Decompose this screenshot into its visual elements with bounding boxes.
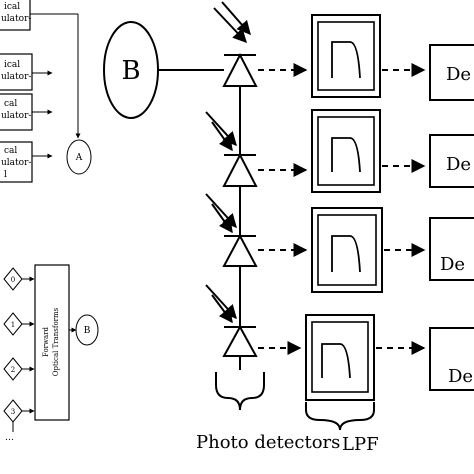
lpf-brace [305,402,375,431]
modulator-box [0,53,33,91]
modulator-label-line: ical [4,60,20,70]
input-number: 2 [11,366,15,374]
detector-block: De [429,217,474,281]
node-b-small-label: B [84,326,91,336]
lpf-block [305,314,375,401]
lpf-label: LPF [342,434,379,455]
input-number: 3 [11,408,15,416]
transform-label-line: Optical Transforms [52,307,60,376]
detector-label: De [440,254,465,275]
lpf-block [311,14,381,98]
input-node: 3 [3,399,35,423]
node-b-small [75,314,99,346]
input-node: 1 [3,312,35,336]
node-b-label: B [121,56,140,86]
photo-detectors-brace [215,372,265,411]
modulator-label-line: ulator- [1,72,31,82]
lpf-block [311,109,381,193]
input-node: 2 [3,357,35,381]
detector-label: De [446,64,471,85]
modulator-box [0,0,31,31]
input-node: 0 [3,267,35,291]
node-a [66,139,92,175]
detector-block: De [429,327,474,391]
input-number: 0 [11,276,15,284]
modulator-label-line: ulator- [1,14,31,24]
lpf-block [311,207,383,293]
photodetector [205,284,258,357]
modulator-label-line: ulator- [1,158,31,168]
transform-label-line: Forward [42,326,50,357]
more-inputs-marker: … [5,433,14,443]
detector-block: De [429,44,474,101]
modulator-group: ical ulator- ical ulator- cal ulator- ca… [0,0,92,183]
detector-block: De [429,134,474,188]
photodetector [205,193,258,267]
modulator-label-line: cal [4,99,17,109]
detector-label: De [446,154,471,175]
photodetector [213,1,258,87]
modulator-label-line: ical [4,2,20,12]
modulator-label-line: l [4,170,7,180]
photodetector [205,111,258,187]
detection-chain: B De [103,1,474,455]
modulator-label-line: ulator- [1,111,31,121]
modulator-box [0,141,33,183]
input-number: 1 [11,321,15,329]
node-a-label: A [75,153,83,163]
forward-optical-transform-box [34,264,70,421]
transform-group: 0 1 2 3 … Forward Optical Transforms B [3,264,99,443]
photo-detectors-label: Photo detectors [196,432,340,453]
modulator-label-line: cal [4,146,17,156]
detector-label: De [448,366,473,387]
